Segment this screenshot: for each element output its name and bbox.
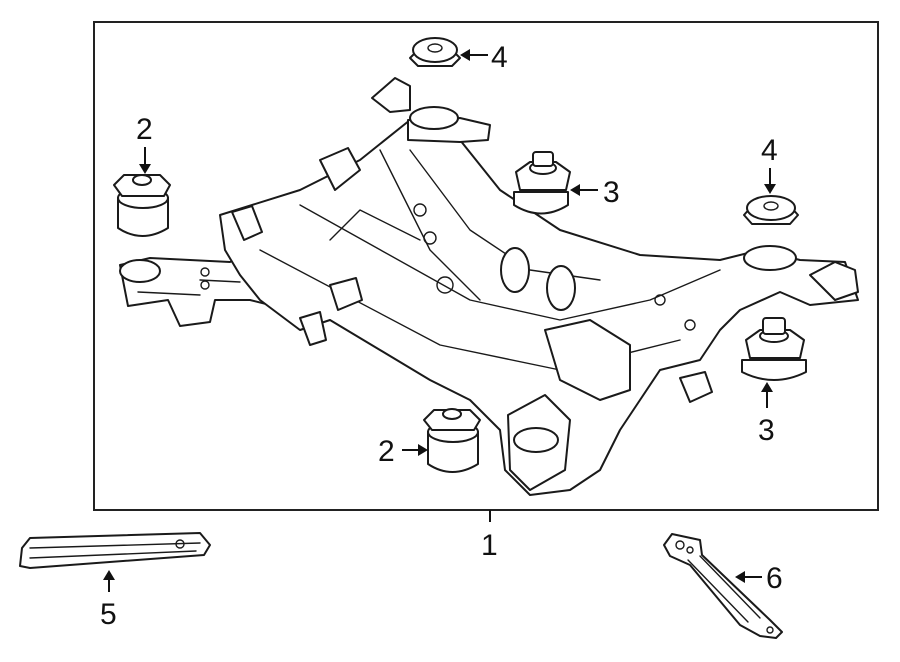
mount-3-upper — [513, 151, 571, 215]
callout-4a-arrowhead — [460, 49, 470, 61]
assembly-frame — [93, 21, 879, 511]
mount-3-right — [741, 317, 807, 381]
plate-5 — [19, 532, 211, 569]
callout-1-label: 1 — [481, 529, 498, 562]
callout-4b-label: 4 — [761, 134, 778, 167]
bushing-2-lower — [423, 408, 481, 473]
callout-6-arrowhead — [735, 571, 745, 583]
callout-3b-arrowhead — [761, 382, 773, 392]
bushing-2-left — [113, 174, 171, 237]
callout-3b-label: 3 — [758, 414, 775, 447]
callout-2b-label: 2 — [378, 435, 395, 468]
callout-6-label: 6 — [766, 562, 783, 595]
callout-5-arrowhead — [103, 570, 115, 580]
callout-3a-arrowhead — [570, 184, 580, 196]
callout-2a-arrowhead — [139, 164, 151, 174]
callout-4a-label: 4 — [491, 41, 508, 74]
insulator-4-top — [409, 37, 461, 67]
callout-3a-label: 3 — [603, 176, 620, 209]
subframe-assembly — [119, 77, 859, 496]
callout-4b-arrowhead — [764, 184, 776, 194]
callout-2a-label: 2 — [136, 113, 153, 146]
callout-5-label: 5 — [100, 598, 117, 631]
bracket-6 — [663, 533, 783, 639]
insulator-4-right — [743, 195, 799, 225]
callout-2b-arrowhead — [418, 444, 428, 456]
